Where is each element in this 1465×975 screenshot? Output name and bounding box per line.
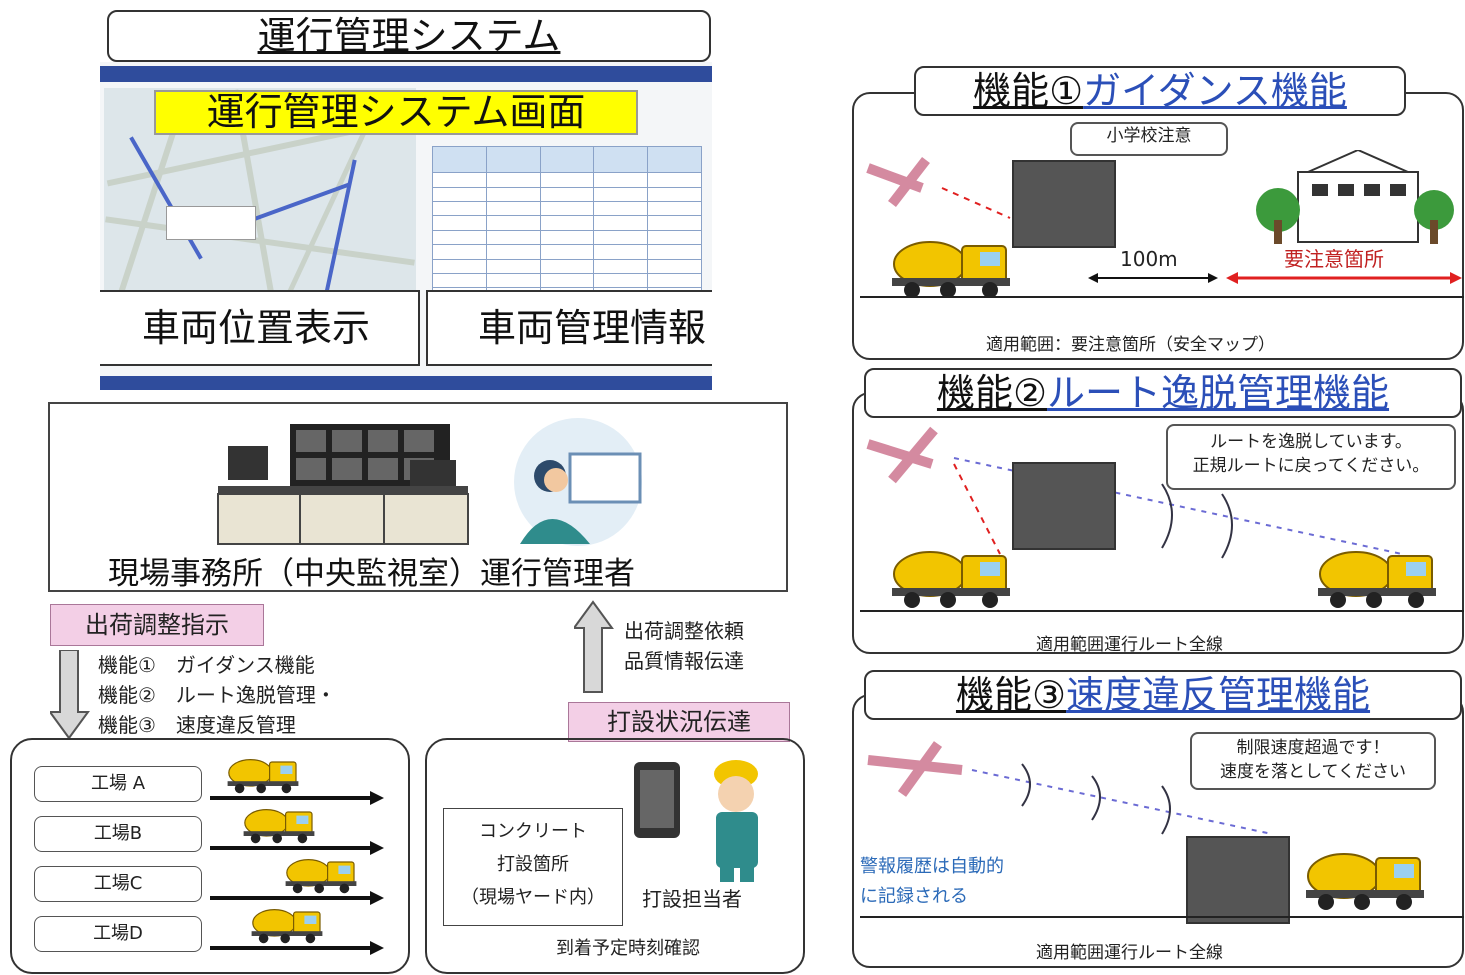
operator-icon — [514, 418, 642, 546]
deviation-bubble-line-1: ルートを逸脱しています。 — [1210, 432, 1412, 452]
mixer-truck-icon — [1317, 551, 1437, 609]
arrival-time-label: 到着予定時刻確認 — [556, 938, 700, 959]
function-2-number: 機能② — [936, 371, 1048, 415]
navigation-device-image — [1012, 160, 1116, 248]
route-arrowhead-a — [370, 791, 384, 805]
function-item-2: 機能② ルート逸脱管理・ — [98, 683, 336, 707]
function-3-name: 速度違反管理機能 — [1066, 673, 1371, 717]
placement-person-label: 打設担当者 — [642, 887, 742, 911]
route-arrow-b — [210, 846, 372, 850]
speed-bubble-line-1: 制限速度超過です！ — [1236, 738, 1390, 758]
function-3-number: 機能③ — [955, 673, 1067, 717]
vehicle-position-label: 車両位置表示 — [100, 290, 420, 366]
mixer-truck-icon — [243, 808, 315, 844]
office-desks-icon — [217, 446, 469, 545]
route-deviation-illustration — [866, 426, 1403, 559]
map-info-popup — [166, 206, 256, 240]
system-title: 運行管理システム — [107, 10, 711, 62]
route-arrow-a — [210, 796, 372, 800]
worker-icon — [714, 760, 758, 882]
system-screen-image: 運行管理システム画面 車両位置表示 車両管理情報 — [100, 62, 712, 390]
function-item-3: 機能③ 速度違反管理 — [98, 713, 296, 737]
factory-b: 工場B — [34, 816, 202, 852]
factory-a: 工場 A — [34, 766, 202, 802]
screen-label: 運行管理システム画面 — [154, 90, 638, 135]
mixer-truck-icon — [251, 908, 323, 944]
distance-label: 100m — [1120, 247, 1178, 271]
mixer-truck-icon — [227, 758, 299, 794]
navigation-device-image — [1012, 462, 1116, 550]
road-line-3 — [860, 916, 1464, 918]
deviation-bubble-line-2: 正規ルートに戻ってください。 — [1192, 456, 1430, 476]
route-arrow-d — [210, 946, 372, 950]
road-line-2 — [860, 610, 1464, 612]
route-arrowhead-d — [370, 941, 384, 955]
mixer-truck-icon — [285, 858, 357, 894]
caution-zone-label: 要注意箇所 — [1284, 247, 1384, 271]
road-line-1 — [860, 296, 1464, 298]
mixer-truck-icon — [891, 551, 1011, 609]
guidance-bubble: 小学校注意 — [1070, 122, 1228, 156]
request-item-2: 品質情報伝達 — [624, 649, 744, 673]
factory-group — [10, 738, 410, 974]
control-room-box: 現場事務所（中央監視室）運行管理者 — [48, 402, 788, 592]
vehicle-management-label: 車両管理情報 — [426, 290, 712, 366]
function-2-title: 機能②ルート逸脱管理機能 — [864, 368, 1462, 418]
caution-zone-arrow — [1226, 272, 1462, 284]
route-arrow-c — [210, 896, 372, 900]
function-2-name: ルート逸脱管理機能 — [1047, 371, 1390, 415]
control-room-illustration — [217, 418, 642, 546]
concrete-line-3: （現場ヤード内） — [461, 887, 605, 908]
navigation-device-image — [1186, 836, 1290, 924]
alarm-note-line-1: 警報履歴は自動的 — [860, 856, 1004, 877]
function-1-number: 機能① — [973, 69, 1084, 113]
gps-satellite-icon — [866, 156, 1011, 219]
up-arrow-icon — [574, 600, 614, 693]
route-arrowhead-c — [370, 891, 384, 905]
screen-header-bar — [100, 66, 712, 82]
speed-bubble-line-2: 速度を落としてください — [1220, 762, 1406, 782]
tablet-icon — [634, 762, 680, 838]
request-list: 出荷調整依頼 品質情報伝達 — [624, 616, 744, 676]
placement-status-label: 打設状況伝達 — [568, 702, 790, 742]
concrete-line-1: コンクリート — [479, 821, 587, 842]
mixer-truck-icon — [1305, 853, 1425, 911]
request-item-1: 出荷調整依頼 — [624, 619, 744, 643]
concrete-placement-box: コンクリート 打設箇所 （現場ヤード内） — [443, 808, 623, 926]
function-3-range: 適用範囲運行ルート全線 — [1036, 943, 1223, 963]
school-icon — [1256, 150, 1454, 244]
shipping-instruction-label: 出荷調整指示 — [50, 604, 264, 646]
alarm-history-note: 警報履歴は自動的 に記録される — [860, 852, 1004, 912]
factory-d: 工場D — [34, 916, 202, 952]
route-arrowhead-b — [370, 841, 384, 855]
function-1-name: ガイダンス機能 — [1083, 69, 1347, 113]
factory-c: 工場C — [34, 866, 202, 902]
alarm-note-line-2: に記録される — [860, 886, 968, 907]
screen-footer-bar — [100, 376, 712, 390]
speed-warning-illustration — [867, 741, 1273, 835]
function-1-range: 適用範囲：要注意箇所（安全マップ） — [986, 335, 1275, 355]
down-arrow-icon — [50, 650, 90, 740]
site-group — [425, 738, 805, 974]
deviation-bubble: ルートを逸脱しています。 正規ルートに戻ってください。 — [1166, 424, 1456, 490]
function-2-range: 適用範囲運行ルート全線 — [1036, 635, 1223, 655]
mixer-truck-icon — [891, 241, 1011, 299]
function-list: 機能① ガイダンス機能 機能② ルート逸脱管理・ 機能③ 速度違反管理 — [98, 650, 336, 740]
concrete-line-2: 打設箇所 — [497, 854, 569, 875]
speed-warning-bubble: 制限速度超過です！ 速度を落としてください — [1190, 732, 1436, 790]
function-1-title: 機能①ガイダンス機能 — [914, 66, 1406, 116]
function-3-title: 機能③速度違反管理機能 — [864, 670, 1462, 720]
function-item-1: 機能① ガイダンス機能 — [98, 653, 315, 677]
distance-arrow — [1088, 273, 1218, 283]
control-room-label: 現場事務所（中央監視室）運行管理者 — [108, 556, 635, 592]
